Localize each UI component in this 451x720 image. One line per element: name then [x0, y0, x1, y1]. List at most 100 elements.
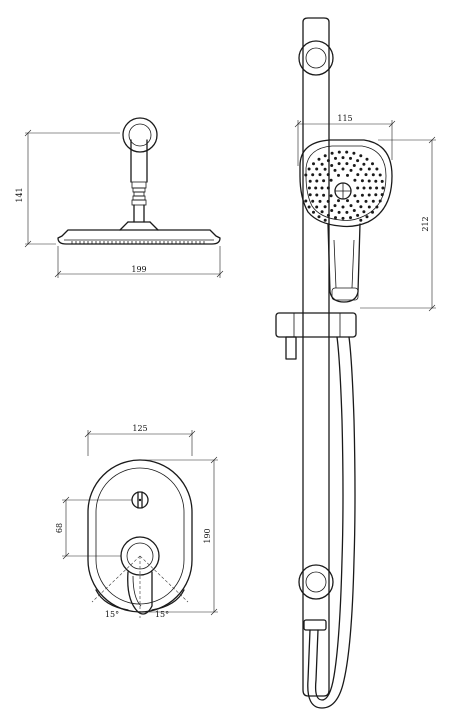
spray-nozzle-dot	[315, 193, 319, 197]
spray-nozzle-dot	[364, 173, 368, 177]
overhead-height-label: 141	[15, 187, 24, 202]
spray-nozzle-dot	[371, 173, 375, 177]
spray-nozzle-dot	[329, 194, 333, 198]
spray-nozzle-dot	[367, 205, 371, 209]
valve-mixer: 15° 15° 125 190 68	[55, 424, 218, 619]
spray-nozzle-dot	[317, 215, 321, 219]
slide-rail-kit: 115 212	[275, 17, 436, 709]
spray-nozzle-dot	[308, 179, 312, 183]
spray-nozzle-dot	[371, 210, 374, 214]
spray-nozzle-dot	[337, 210, 341, 214]
spray-nozzle-dot	[349, 204, 353, 208]
spray-nozzle-dot	[307, 205, 311, 209]
spray-nozzle-dot	[314, 186, 318, 190]
spray-nozzle-dot	[346, 199, 349, 203]
spray-nozzle-dot	[320, 210, 324, 214]
spray-nozzle-dot	[308, 193, 312, 197]
spray-nozzle-dot	[353, 194, 357, 198]
spray-nozzle-dot	[367, 179, 371, 183]
spray-nozzle-dot	[371, 199, 375, 203]
spray-nozzle-dot	[341, 205, 345, 209]
spray-nozzle-dot	[356, 186, 360, 190]
spray-nozzle-dot	[346, 173, 349, 177]
spray-nozzle-dot	[315, 179, 319, 183]
spray-nozzle-dot	[334, 216, 337, 220]
angle-left-label: 15°	[105, 610, 119, 619]
spray-nozzle-dot	[307, 186, 311, 190]
spray-nozzle-dot	[326, 186, 330, 190]
spray-nozzle-dot	[360, 179, 364, 183]
spray-nozzle-dot	[367, 167, 371, 171]
valve-offset-label: 68	[55, 523, 64, 533]
spray-nozzle-dot	[311, 199, 315, 203]
overhead-shower: 141 199	[15, 117, 224, 278]
spray-nozzle-dot	[326, 213, 330, 217]
spray-nozzle-dot	[374, 193, 378, 197]
overhead-width-label: 199	[131, 265, 146, 274]
spray-nozzle-dot	[317, 157, 321, 161]
spray-nozzle-dot	[304, 173, 308, 177]
spray-nozzle-dot	[318, 199, 322, 203]
spray-nozzle-dot	[341, 216, 345, 220]
spray-nozzle-dot	[334, 156, 337, 160]
spray-nozzle-dot	[352, 151, 356, 155]
spray-nozzle-dot	[359, 205, 363, 209]
spray-nozzle-dot	[368, 186, 372, 190]
spray-nozzle-dot	[337, 150, 341, 154]
spray-nozzle-dot	[362, 210, 366, 214]
spray-nozzle-dot	[381, 186, 385, 190]
spray-nozzle-dot	[318, 173, 322, 177]
spray-nozzle-dot	[378, 199, 382, 203]
spray-nozzle-dot	[362, 186, 366, 190]
spray-nozzle-dot	[367, 193, 371, 197]
spray-nozzle-dot	[341, 156, 345, 160]
spray-nozzle-dot	[356, 199, 360, 203]
spray-nozzle-dot	[323, 154, 327, 158]
spray-nozzle-dot	[320, 186, 324, 190]
spray-nozzle-dot	[364, 199, 368, 203]
spray-nozzle-dot	[337, 173, 340, 177]
spray-nozzle-dot	[359, 154, 363, 158]
spray-nozzle-dot	[333, 204, 337, 208]
handshower-height-label: 212	[421, 216, 430, 231]
spray-nozzle-dot	[330, 151, 334, 155]
spray-nozzle-dot	[304, 199, 308, 203]
spray-nozzle-dot	[345, 162, 349, 166]
spray-nozzle-dot	[333, 168, 337, 172]
spray-nozzle-dot	[352, 209, 356, 212]
spray-nozzle-dot	[349, 216, 352, 220]
handshower-width-label: 115	[337, 114, 352, 123]
spray-nozzle-dot	[349, 156, 352, 160]
spray-nozzle-dot	[315, 205, 319, 209]
spray-nozzle-dot	[330, 164, 334, 167]
spray-nozzle-dot	[349, 168, 353, 172]
spray-nozzle-dot	[374, 179, 378, 183]
spray-nozzle-dot	[326, 199, 330, 203]
spray-nozzle-dot	[337, 199, 340, 203]
spray-nozzle-dot	[315, 167, 319, 171]
valve-width-label: 125	[132, 424, 147, 433]
spray-nozzle-dot	[329, 178, 333, 182]
spray-nozzle-dot	[356, 159, 360, 163]
spray-nozzle-dot	[375, 186, 379, 190]
spray-nozzle-dot	[356, 213, 360, 217]
spray-nozzle-dot	[356, 173, 360, 177]
spray-nozzle-dot	[359, 167, 363, 171]
spray-nozzle-dot	[341, 167, 345, 171]
spray-nozzle-dot	[311, 173, 315, 177]
spray-nozzle-dot	[365, 215, 369, 219]
spray-nozzle-dot	[345, 150, 349, 154]
spray-nozzle-dot	[320, 162, 324, 166]
spray-nozzle-dot	[378, 173, 382, 177]
spray-nozzle-dot	[359, 218, 363, 222]
spray-nozzle-dot	[323, 205, 327, 209]
spray-nozzle-dot	[380, 193, 384, 197]
spray-nozzle-dot	[323, 167, 327, 171]
angle-right-label: 15°	[155, 610, 169, 619]
spray-nozzle-dot	[326, 159, 330, 163]
spray-nozzle-dot	[322, 193, 326, 197]
spray-nozzle-dot	[353, 178, 357, 182]
spray-nozzle-dot	[375, 205, 379, 209]
valve-height-label: 190	[203, 528, 212, 543]
spray-nozzle-dot	[326, 173, 330, 177]
